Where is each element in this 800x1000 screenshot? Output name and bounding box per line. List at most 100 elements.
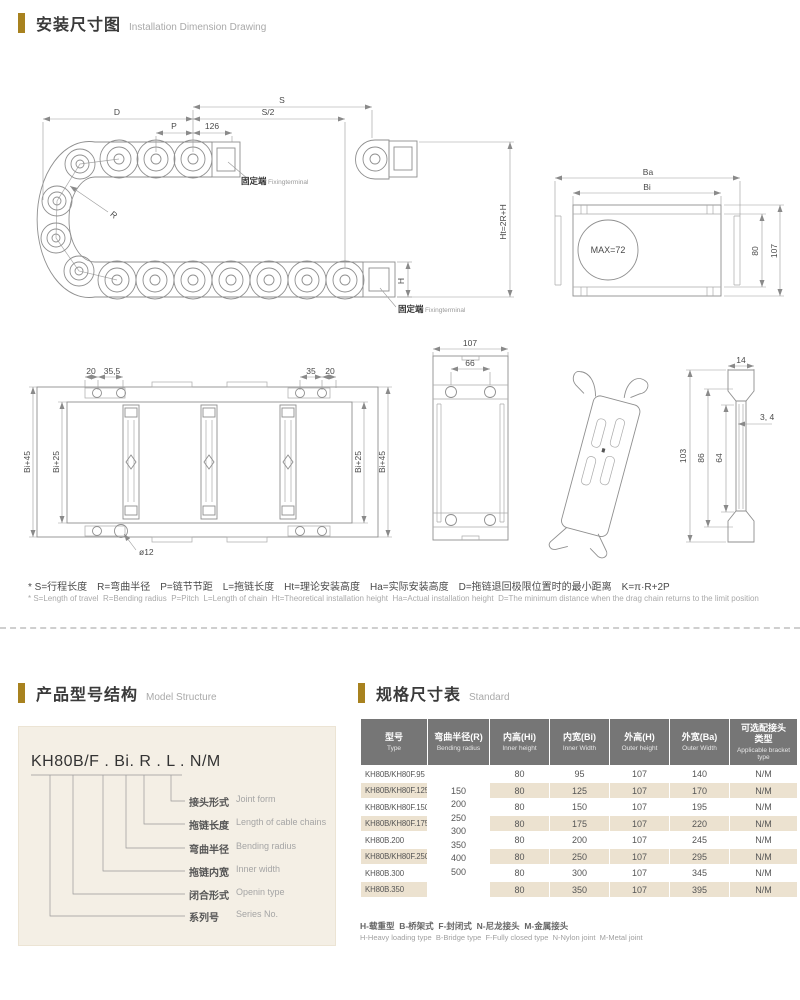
- col-header-outer-height: 外高(H)Outer height: [609, 717, 670, 767]
- cell-bracket: N/M: [729, 781, 798, 800]
- model-part-en: Series No.: [236, 909, 279, 919]
- model-part-en: Joint form: [236, 794, 276, 804]
- model-part-zh: 闭合形式: [189, 891, 229, 902]
- dim-h: H: [396, 278, 406, 284]
- cross-section-view: MAX=72 Ba Bi 80 107: [554, 167, 784, 297]
- section-title-en: Model Structure: [146, 692, 217, 703]
- dim-86: 86: [696, 453, 706, 463]
- table-footnote-zh: H-载重型 B-桥架式 F-封闭式 N-尼龙接头 M-金属接头: [360, 921, 569, 931]
- section-header-model: 产品型号结构 Model Structure: [18, 681, 217, 705]
- cell-outer-height: 107: [609, 798, 670, 816]
- section-accent-bar: [358, 683, 365, 703]
- model-part-zh: 拖链内宽: [189, 868, 229, 879]
- cell-type: KH80B/KH80F.175: [360, 814, 428, 833]
- cell-outer-width: 140: [669, 765, 730, 783]
- cell-bracket: N/M: [729, 880, 798, 899]
- dim-20-left: 20: [86, 366, 96, 376]
- cell-inner-width: 150: [549, 798, 610, 816]
- cell-outer-height: 107: [609, 831, 670, 849]
- cell-outer-width: 195: [669, 798, 730, 816]
- bracket-isometric-view: [548, 371, 649, 559]
- dim-bi45-right: Bi+45: [377, 451, 387, 473]
- spec-row: KH80B/KH80F.125 80 125 107 170 N/M: [360, 781, 798, 800]
- model-part-zh: 拖链长度: [189, 821, 229, 832]
- spec-row: KH80B/KH80F.250 80 250 107 295 N/M: [360, 847, 798, 866]
- dim-bi: Bi: [643, 182, 651, 192]
- cell-type: KH80B/KH80F.250: [360, 847, 428, 866]
- col-header-outer-width: 外宽(Ba)Outer Width: [669, 717, 730, 767]
- dim-ht: Ht=2R+H: [498, 204, 508, 239]
- section-title-zh: 安装尺寸图: [36, 17, 122, 34]
- cell-outer-width: 345: [669, 864, 730, 882]
- section-header-installation: 安装尺寸图 Installation Dimension Drawing: [18, 11, 266, 35]
- cell-type: KH80B.350: [360, 880, 428, 899]
- cell-outer-height: 107: [609, 765, 670, 783]
- cell-inner-height: 80: [489, 864, 550, 882]
- cell-outer-width: 295: [669, 847, 730, 866]
- section-accent-bar: [18, 683, 25, 703]
- cell-inner-height: 80: [489, 831, 550, 849]
- chain-links-top-view: 20 35,5 35 20 Bi+45 Bi+25 Bi+25 Bi+45 ø1…: [22, 366, 392, 557]
- col-header-bending-radius: 弯曲半径(R)Bending radius: [427, 717, 490, 767]
- col-header-inner-height: 内高(Hi)Inner height: [489, 717, 550, 767]
- dim-80: 80: [750, 246, 760, 256]
- dim-bi25-right: Bi+25: [353, 451, 363, 473]
- cell-inner-width: 175: [549, 814, 610, 833]
- cell-type: KH80B.300: [360, 864, 428, 882]
- model-part-zh: 接头形式: [189, 798, 229, 809]
- fixed-end-label-en-lower: Fixingterminal: [425, 307, 466, 314]
- fixed-end-label-zh-upper: 固定端: [241, 176, 267, 186]
- model-part-zh: 系列号: [189, 913, 219, 924]
- fixed-end-label-zh-lower: 固定端: [398, 304, 424, 314]
- dim-r: R: [108, 209, 119, 221]
- cell-type: KH80B/KH80F.125: [360, 781, 428, 800]
- cell-outer-height: 107: [609, 781, 670, 800]
- model-part-en: Inner width: [236, 864, 281, 874]
- dim-126: 126: [205, 121, 219, 131]
- fixed-end-block-lower: [362, 261, 396, 298]
- dim-dia12: ø12: [139, 547, 154, 557]
- dim-s: S: [279, 95, 285, 105]
- legend-en: * S=Length of travel R=Bending radius P=…: [28, 594, 759, 603]
- spec-row: KH80B.200 80 200 107 245 N/M: [360, 831, 798, 849]
- dim-66: 66: [465, 358, 475, 368]
- drag-chain-side-view: S S/2 D P 126 R Ht=2R+H H 固定端 Fixingterm…: [36, 95, 514, 314]
- cell-inner-height: 80: [489, 798, 550, 816]
- dim-14: 14: [736, 355, 746, 365]
- section-title-zh: 规格尺寸表: [376, 687, 462, 704]
- cell-type: KH80B/KH80F.150: [360, 798, 428, 816]
- section-title-en: Standard: [469, 692, 510, 703]
- installation-dimension-drawing: S S/2 D P 126 R Ht=2R+H H 固定端 Fixingterm…: [22, 95, 784, 559]
- cell-bracket: N/M: [729, 847, 798, 866]
- dim-s-half: S/2: [262, 107, 275, 117]
- col-header-inner-width: 内宽(Bi)Inner Width: [549, 717, 610, 767]
- section-accent-bar: [18, 13, 25, 33]
- cell-outer-width: 220: [669, 814, 730, 833]
- cell-bracket: N/M: [729, 814, 798, 833]
- dim-bi45-left: Bi+45: [22, 451, 32, 473]
- cell-type: KH80B/KH80F.95: [360, 765, 428, 783]
- spec-row: KH80B/KH80F.150 80 150 107 195 N/M: [360, 798, 798, 816]
- legend-zh: * S=行程长度 R=弯曲半径 P=链节节距 L=拖链长度 Ht=理论安装高度 …: [28, 582, 670, 593]
- model-code: KH80B/F . Bi. R . L . N/M: [31, 753, 221, 770]
- cell-inner-width: 300: [549, 864, 610, 882]
- cell-outer-height: 107: [609, 880, 670, 899]
- model-part-zh: 弯曲半径: [189, 845, 229, 856]
- dim-max72: MAX=72: [591, 245, 626, 255]
- spec-row: KH80B/KH80F.175 80 175 107 220 N/M: [360, 814, 798, 833]
- cell-inner-height: 80: [489, 814, 550, 833]
- spec-row: KH80B.300 80 300 107 345 N/M: [360, 864, 798, 882]
- dashed-divider: [0, 627, 800, 629]
- cell-bracket: N/M: [729, 798, 798, 816]
- cell-bracket: N/M: [729, 765, 798, 783]
- section-header-spec: 规格尺寸表 Standard: [358, 681, 510, 705]
- dim-ba: Ba: [643, 167, 654, 177]
- cell-outer-height: 107: [609, 847, 670, 866]
- cell-bracket: N/M: [729, 831, 798, 849]
